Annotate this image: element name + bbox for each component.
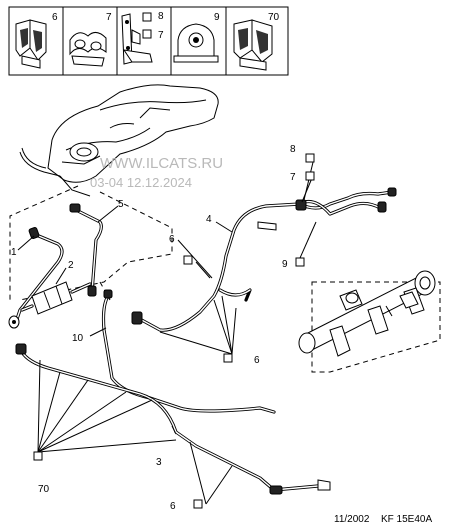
callout-labels: 1 2 3 4 5 6 6 6 7 8 9 10 70 [11, 144, 296, 512]
legend-panel-70-label: 70 [268, 12, 280, 23]
callout-8[interactable]: 8 [290, 144, 296, 155]
callout-box-6b [223, 353, 233, 363]
callout-1[interactable]: 1 [11, 247, 17, 258]
watermark-date: 03-04 12.12.2024 [90, 175, 192, 190]
callout-box-7 [305, 171, 315, 181]
pipe-1 [8, 226, 64, 329]
watermark-site: WWW.ILCATS.RU [100, 155, 223, 172]
callout-3[interactable]: 3 [156, 457, 162, 468]
dashed-outline-rail [311, 281, 441, 373]
clip-icon [15, 19, 47, 69]
legend-strip: 6 7 8 7 [8, 6, 289, 76]
callout-box-icon [142, 29, 152, 39]
legend-panel-6-label: 6 [52, 12, 58, 23]
legend-panel-9[interactable]: 9 [173, 12, 220, 63]
pipe-5 [69, 203, 103, 297]
fuel-filter [20, 281, 92, 315]
dashed-outline-centre [19, 191, 173, 301]
callout-boxes [33, 153, 315, 509]
fuel-tank [19, 84, 219, 197]
callout-box-6c [193, 499, 203, 509]
pipe-clip-icon [69, 32, 107, 67]
legend-panel-8-sublabel: 7 [158, 30, 164, 41]
callout-7[interactable]: 7 [290, 172, 296, 183]
callout-6c[interactable]: 6 [170, 501, 176, 512]
legend-panel-7[interactable]: 7 [69, 12, 112, 67]
watermark: WWW.ILCATS.RU 03-04 12.12.2024 [90, 155, 223, 190]
callout-10[interactable]: 10 [72, 333, 84, 344]
callout-9[interactable]: 9 [282, 259, 288, 270]
leader-lines [17, 157, 317, 505]
pipe-3 [15, 343, 331, 495]
bracket-icon [121, 13, 153, 65]
footer: 11/2002 KF 15E40A [334, 514, 432, 525]
callout-box-icon [142, 12, 152, 22]
callout-box-9 [295, 257, 305, 267]
legend-panel-8[interactable]: 8 7 [121, 11, 164, 65]
footer-date: 11/2002 [334, 514, 370, 525]
callout-box-70 [33, 451, 43, 461]
callout-5[interactable]: 5 [118, 199, 124, 210]
pipe-4 [131, 187, 397, 332]
footer-code: KF 15E40A [381, 514, 432, 525]
callout-4[interactable]: 4 [206, 214, 212, 225]
legend-panel-9-label: 9 [214, 12, 220, 23]
callout-6b[interactable]: 6 [254, 355, 260, 366]
callout-box-8 [305, 153, 315, 163]
legend-panel-7-label: 7 [106, 12, 112, 23]
callout-70[interactable]: 70 [38, 484, 50, 495]
multi-clip-icon [233, 19, 273, 71]
callout-2[interactable]: 2 [68, 260, 74, 271]
legend-panel-8-label: 8 [158, 11, 164, 22]
legend-panel-6[interactable]: 6 [15, 12, 58, 69]
grommet-icon [173, 23, 219, 63]
fuel-rail [298, 270, 436, 357]
pipe-10 [101, 289, 276, 414]
callout-6a[interactable]: 6 [169, 234, 175, 245]
legend-panel-70[interactable]: 70 [233, 12, 280, 71]
callout-box-6a [183, 255, 193, 265]
dashed-outline-left [9, 185, 79, 300]
